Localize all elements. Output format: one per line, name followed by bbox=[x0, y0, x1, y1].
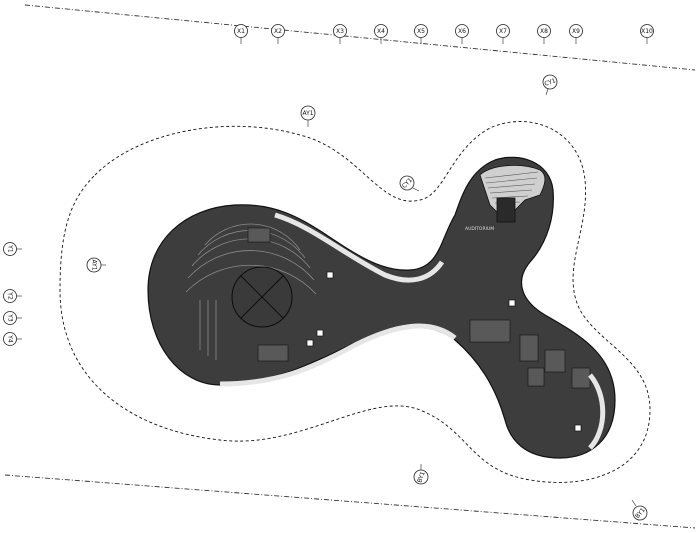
axis-bubble-x1: X1 bbox=[234, 24, 248, 44]
axis-bubble-x7: X7 bbox=[496, 24, 510, 44]
axis-label-x9: X9 bbox=[572, 28, 580, 35]
axis-bubble-x5: X5 bbox=[414, 24, 428, 44]
axis-label-x8: X8 bbox=[540, 28, 548, 35]
site-offset-outline bbox=[59, 121, 651, 483]
axis-bubble-x3: X3 bbox=[333, 24, 347, 44]
axis-label-x3: X3 bbox=[336, 28, 344, 35]
axis-label-x1: X1 bbox=[237, 28, 245, 35]
left-lobe-edge-band bbox=[219, 323, 457, 387]
axis-bubble-x10: X10 bbox=[640, 24, 654, 44]
upper-edge-band bbox=[274, 212, 445, 283]
axis-bubble-x2: X2 bbox=[271, 24, 285, 44]
upper-lobe-void bbox=[479, 165, 546, 216]
top-boundary-line bbox=[24, 4, 696, 71]
axis-bubble-x8: X8 bbox=[537, 24, 551, 44]
axis-bubble-x6: X6 bbox=[455, 24, 469, 44]
axis-label-y4: Y4 bbox=[7, 334, 14, 343]
ref-bubble-cy1-top: CY1 bbox=[542, 74, 558, 96]
axis-label-x10: X10 bbox=[641, 28, 653, 35]
room-label: AUDITORIUM bbox=[465, 226, 494, 232]
axis-bubble-x9: X9 bbox=[569, 24, 583, 44]
ref-bubble-ay1-top: AY1 bbox=[300, 105, 316, 127]
axis-bubble-y3: Y3 bbox=[3, 311, 22, 325]
axis-label-x6: X6 bbox=[458, 28, 466, 35]
ref-label-ay1-top: AY1 bbox=[302, 110, 313, 117]
ref-label-by1-bottom: BY1 bbox=[416, 471, 426, 484]
axis-label-x7: X7 bbox=[499, 28, 507, 35]
ref-label-ay1-left: AY1 bbox=[91, 259, 98, 270]
auditorium-seating bbox=[185, 223, 317, 360]
axis-label-x4: X4 bbox=[377, 28, 385, 35]
building-slab bbox=[147, 156, 616, 459]
axis-bubble-y4: Y4 bbox=[3, 332, 22, 346]
ref-label-cy1-top: CY1 bbox=[544, 77, 557, 88]
axis-label-x2: X2 bbox=[274, 28, 282, 35]
stage-circle bbox=[231, 266, 293, 328]
ref-bubble-by1-corner: BY1 bbox=[631, 499, 648, 521]
axis-bubble-y2: Y2 bbox=[3, 289, 22, 303]
ref-bubble-by1-bottom: BY1 bbox=[413, 464, 429, 485]
axis-label-x5: X5 bbox=[417, 28, 425, 35]
axis-bubble-x4: X4 bbox=[374, 24, 388, 44]
axis-label-y1: Y1 bbox=[7, 244, 14, 253]
ref-bubble-cy1-mid: CY1 bbox=[399, 175, 420, 192]
right-lobe-edge-band bbox=[588, 373, 606, 450]
axis-label-y2: Y2 bbox=[7, 291, 14, 300]
bottom-boundary-line bbox=[4, 474, 696, 529]
upper-lobe-core bbox=[496, 197, 516, 223]
stair-blocks bbox=[247, 227, 591, 389]
axis-bubble-y1: Y1 bbox=[3, 242, 22, 256]
axis-label-y3: Y3 bbox=[7, 313, 14, 322]
ref-bubble-ay1-left: AY1 bbox=[86, 257, 106, 273]
small-columns bbox=[306, 271, 582, 432]
